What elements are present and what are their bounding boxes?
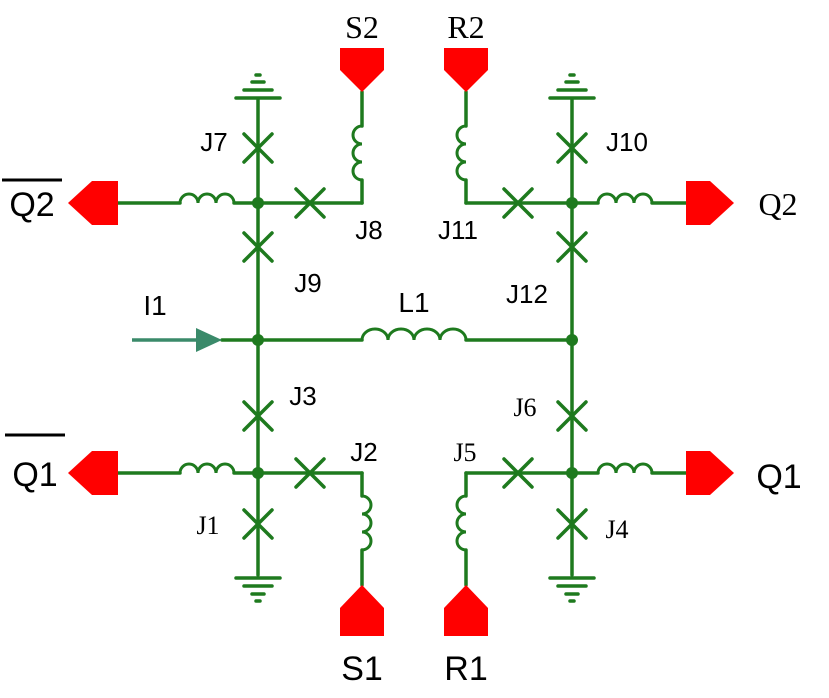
inductor-icon [596, 192, 654, 204]
junction-j11-label: J11 [438, 215, 478, 245]
current-arrow-icon [132, 328, 222, 352]
junction-j6-icon [556, 400, 588, 432]
inductor-icon [178, 462, 236, 474]
junction-j12-icon [556, 231, 588, 263]
junction-j3-label: J3 [289, 381, 316, 411]
junction-j1-icon [242, 508, 274, 540]
port-r2-icon [444, 48, 488, 92]
port-q1bar-icon [68, 451, 118, 495]
junction-j8-label: J8 [355, 215, 382, 245]
junction-j2-icon [294, 457, 326, 489]
ground-icon [548, 576, 596, 603]
port-r2-label: R2 [447, 9, 484, 45]
inductor-l1-icon [360, 327, 468, 341]
port-r1-label: R1 [444, 650, 487, 688]
junction-j4-icon [556, 508, 588, 540]
port-s2-label: S2 [345, 9, 379, 45]
junction-j4-label: J4 [605, 515, 628, 544]
junction-j1-label: J1 [196, 511, 219, 540]
junction-j7-icon [242, 132, 274, 164]
port-s2-icon [340, 48, 384, 92]
junction-j8-icon [294, 187, 326, 219]
port-q2-label: Q2 [758, 186, 797, 222]
inductor-icon [178, 192, 236, 204]
ground-icon [234, 73, 282, 100]
port-q2bar-icon [68, 181, 118, 225]
junction-j2-label: J2 [350, 437, 377, 467]
node-dot [566, 197, 578, 209]
junction-j11-icon [502, 187, 534, 219]
node-dot [252, 197, 264, 209]
junction-j9-label: J9 [294, 268, 321, 298]
junction-j9-icon [242, 231, 274, 263]
port-q2bar-label: Q2 [9, 186, 54, 224]
inductor-icon [596, 462, 654, 474]
node-dot [252, 467, 264, 479]
port-s1-label: S1 [341, 650, 383, 688]
ground-icon [548, 73, 596, 100]
junction-j10-icon [556, 132, 588, 164]
inductor-icon [361, 494, 373, 552]
source-i1-label: I1 [143, 290, 166, 321]
inductor-l1-label: L1 [398, 287, 429, 318]
ground-icon [234, 576, 282, 603]
junction-j3-icon [242, 400, 274, 432]
port-q1bar-label: Q1 [12, 456, 57, 494]
node-dot [566, 467, 578, 479]
port-q2-icon [686, 181, 734, 225]
junction-j5-label: J5 [453, 438, 476, 467]
junction-j12-label: J12 [506, 279, 548, 309]
port-s1-icon [340, 585, 384, 636]
port-r1-icon [444, 585, 488, 636]
inductor-icon [455, 494, 467, 552]
port-q1-icon [686, 451, 734, 495]
node-dot [252, 334, 264, 346]
port-q1-label: Q1 [756, 458, 801, 496]
junction-j6-label: J6 [513, 393, 536, 422]
inductor-icon [351, 124, 363, 182]
junction-j10-label: J10 [606, 127, 648, 157]
node-dot [566, 334, 578, 346]
inductor-icon [455, 124, 467, 182]
junction-j7-label: J7 [200, 127, 227, 157]
junction-j5-icon [502, 457, 534, 489]
